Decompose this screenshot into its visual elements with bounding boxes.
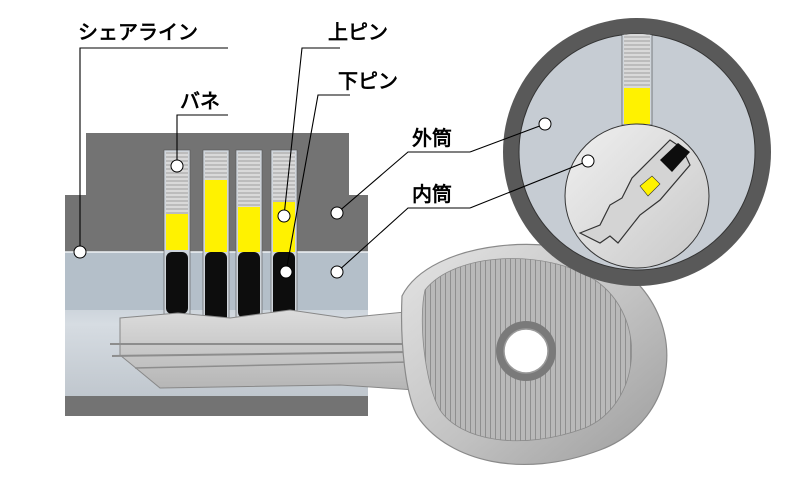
lower-pin-label: 下ピン xyxy=(338,69,398,93)
outer-cylinder-section-marker xyxy=(538,117,552,131)
lower-pin xyxy=(166,252,188,314)
key-hole xyxy=(503,328,549,374)
inner-cylinder-label: 内筒 xyxy=(412,182,452,206)
upper-pin-label: 上ピン xyxy=(328,20,388,44)
key xyxy=(110,243,668,466)
upper-pin xyxy=(205,180,227,252)
lower-pin xyxy=(238,252,260,318)
lower-pin xyxy=(205,252,227,330)
upper-pin-marker xyxy=(277,209,291,223)
spring-label: バネ xyxy=(180,89,220,113)
outer-cylinder-label: 外筒 xyxy=(412,126,452,150)
shear-line-label: シェアライン xyxy=(78,20,198,44)
inner-cylinder-marker xyxy=(330,265,344,279)
spring xyxy=(238,152,260,207)
spring xyxy=(273,152,295,202)
cylinder-cross-section xyxy=(503,18,771,286)
inner-cylinder-section-marker xyxy=(581,154,595,168)
outer-cylinder-marker xyxy=(330,206,344,220)
lower-pin-marker xyxy=(279,265,293,279)
key-profile xyxy=(578,139,691,244)
marker-dots xyxy=(73,117,595,279)
shear-line-marker xyxy=(73,245,87,259)
upper-pin xyxy=(238,207,260,252)
upper-pin xyxy=(166,214,188,250)
spring xyxy=(205,152,227,180)
spring-marker xyxy=(170,159,184,173)
leader-lines xyxy=(79,47,589,273)
